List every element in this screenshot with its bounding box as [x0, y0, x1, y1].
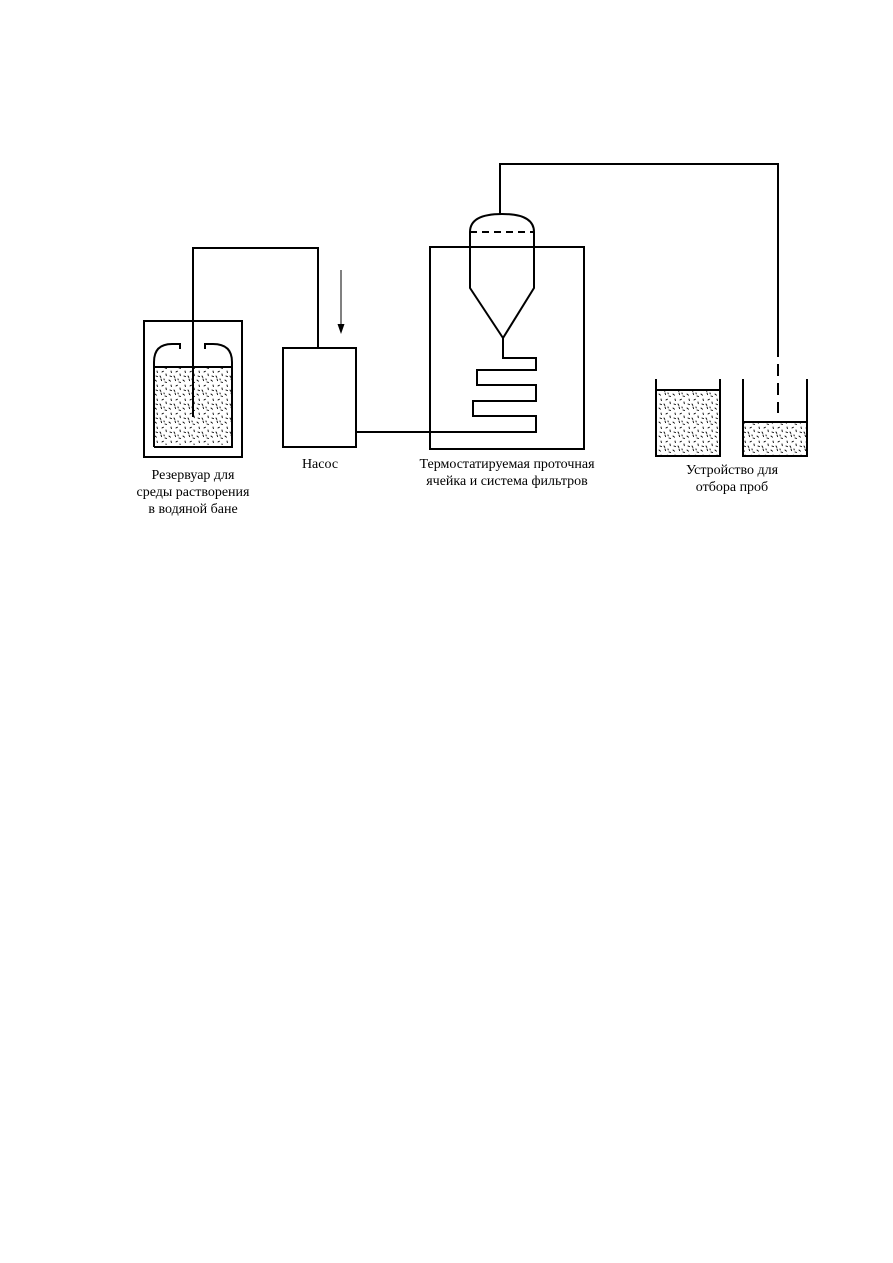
label-reservoir: Резервуар для среды растворения в водяно…	[136, 468, 250, 517]
diagram-lines	[143, 163, 808, 458]
tube-reservoir-to-pump	[192, 247, 319, 417]
label-flow-cell: Термостатируемая проточная ячейка и сист…	[419, 457, 595, 489]
thermostat-bath	[429, 246, 585, 450]
sample-vial-1	[655, 379, 721, 457]
vial-2-liquid	[743, 422, 807, 455]
sample-vial-2	[742, 379, 808, 457]
tube-pump-to-coil	[356, 338, 537, 433]
vial-1-liquid	[656, 390, 720, 455]
reservoir-vessel	[153, 343, 233, 448]
label-pump: Насос	[301, 457, 339, 472]
label-sampler: Устройство для отбора проб	[685, 463, 779, 495]
flow-arrow	[337, 270, 345, 334]
flow-cell	[469, 212, 535, 340]
tube-cell-to-sampler	[499, 163, 779, 345]
pump	[282, 347, 357, 448]
